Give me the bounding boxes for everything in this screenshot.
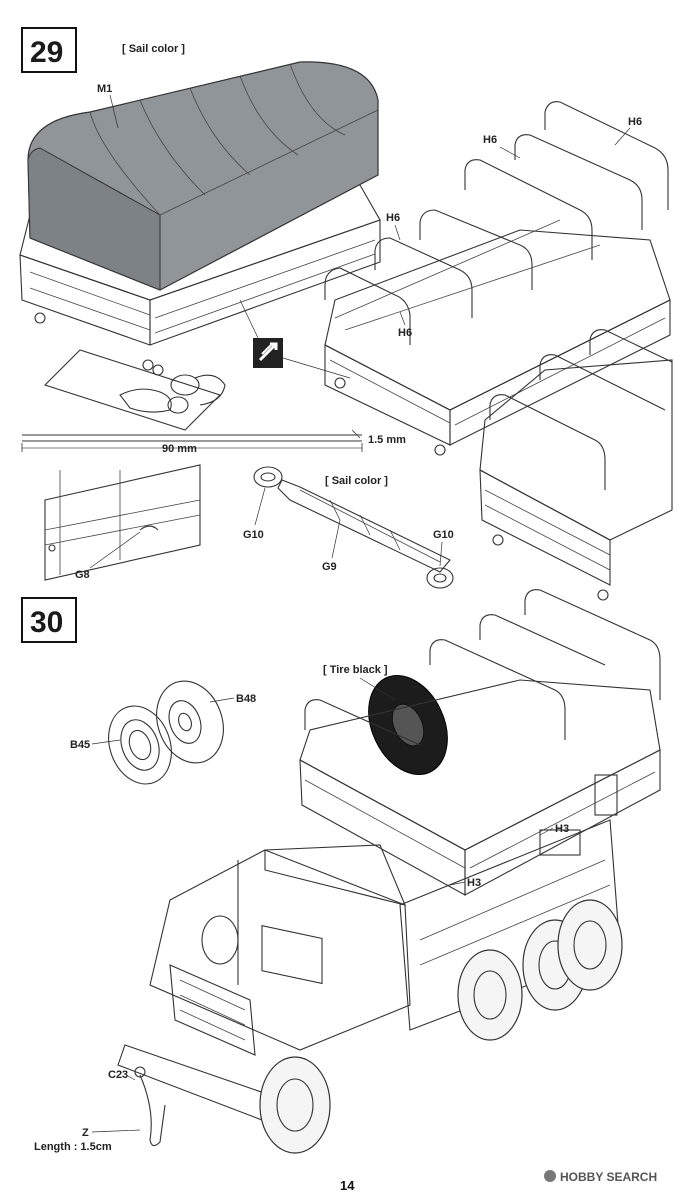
tow-cable-z [139,1074,166,1147]
label-h3-left: H3 [467,877,481,889]
label-z: Z [82,1127,89,1139]
hobby-search-logo: HOBBY SEARCH [544,1170,657,1184]
label-g10-right: G10 [433,529,454,541]
tie-down-detail-illustration [39,462,201,589]
label-h3-right: H3 [555,823,569,835]
step-30: 30 [21,589,661,1154]
arrow-icon [253,338,283,368]
label-b48: B48 [236,693,256,705]
cargo-bed-lifted-illustration [299,589,661,896]
label-h6-lower: H6 [398,327,412,339]
label-g8: G8 [75,569,90,581]
label-h6-middle: H6 [386,212,400,224]
label-length: Length : 1.5cm [34,1141,112,1153]
page-number: 14 [340,1178,355,1193]
measure-90mm: 90 mm [162,443,197,455]
label-sail-color-2: [ Sail color ] [325,475,388,487]
step-30-number: 30 [30,606,63,639]
cargo-bed-side-illustration [479,329,673,601]
label-tire-black: [ Tire black ] [323,664,388,676]
wheel-assembly-illustration [108,680,224,785]
step-30-badge [21,597,77,643]
label-c23: C23 [108,1069,128,1081]
measure-1-5mm: 1.5 mm [368,434,406,446]
step-29-number: 29 [30,36,63,69]
label-g9: G9 [322,561,337,573]
label-h6-upper: H6 [483,134,497,146]
strap-g9-illustration [253,466,454,589]
step-29-badge [21,27,77,73]
label-g10-left: G10 [243,529,264,541]
label-b45: B45 [70,739,90,751]
step-29: 29 [19,27,673,601]
cargo-bed-with-canvas-illustration [19,61,381,376]
watermark-text: HOBBY SEARCH [560,1170,657,1184]
label-h6-top-right: H6 [628,116,642,128]
cutting-hand-illustration [43,349,226,431]
label-sail-color-1: [ Sail color ] [122,43,185,55]
label-m1: M1 [97,83,112,95]
truck-wheels-illustration [259,899,623,1154]
measurement-strip [21,429,363,452]
